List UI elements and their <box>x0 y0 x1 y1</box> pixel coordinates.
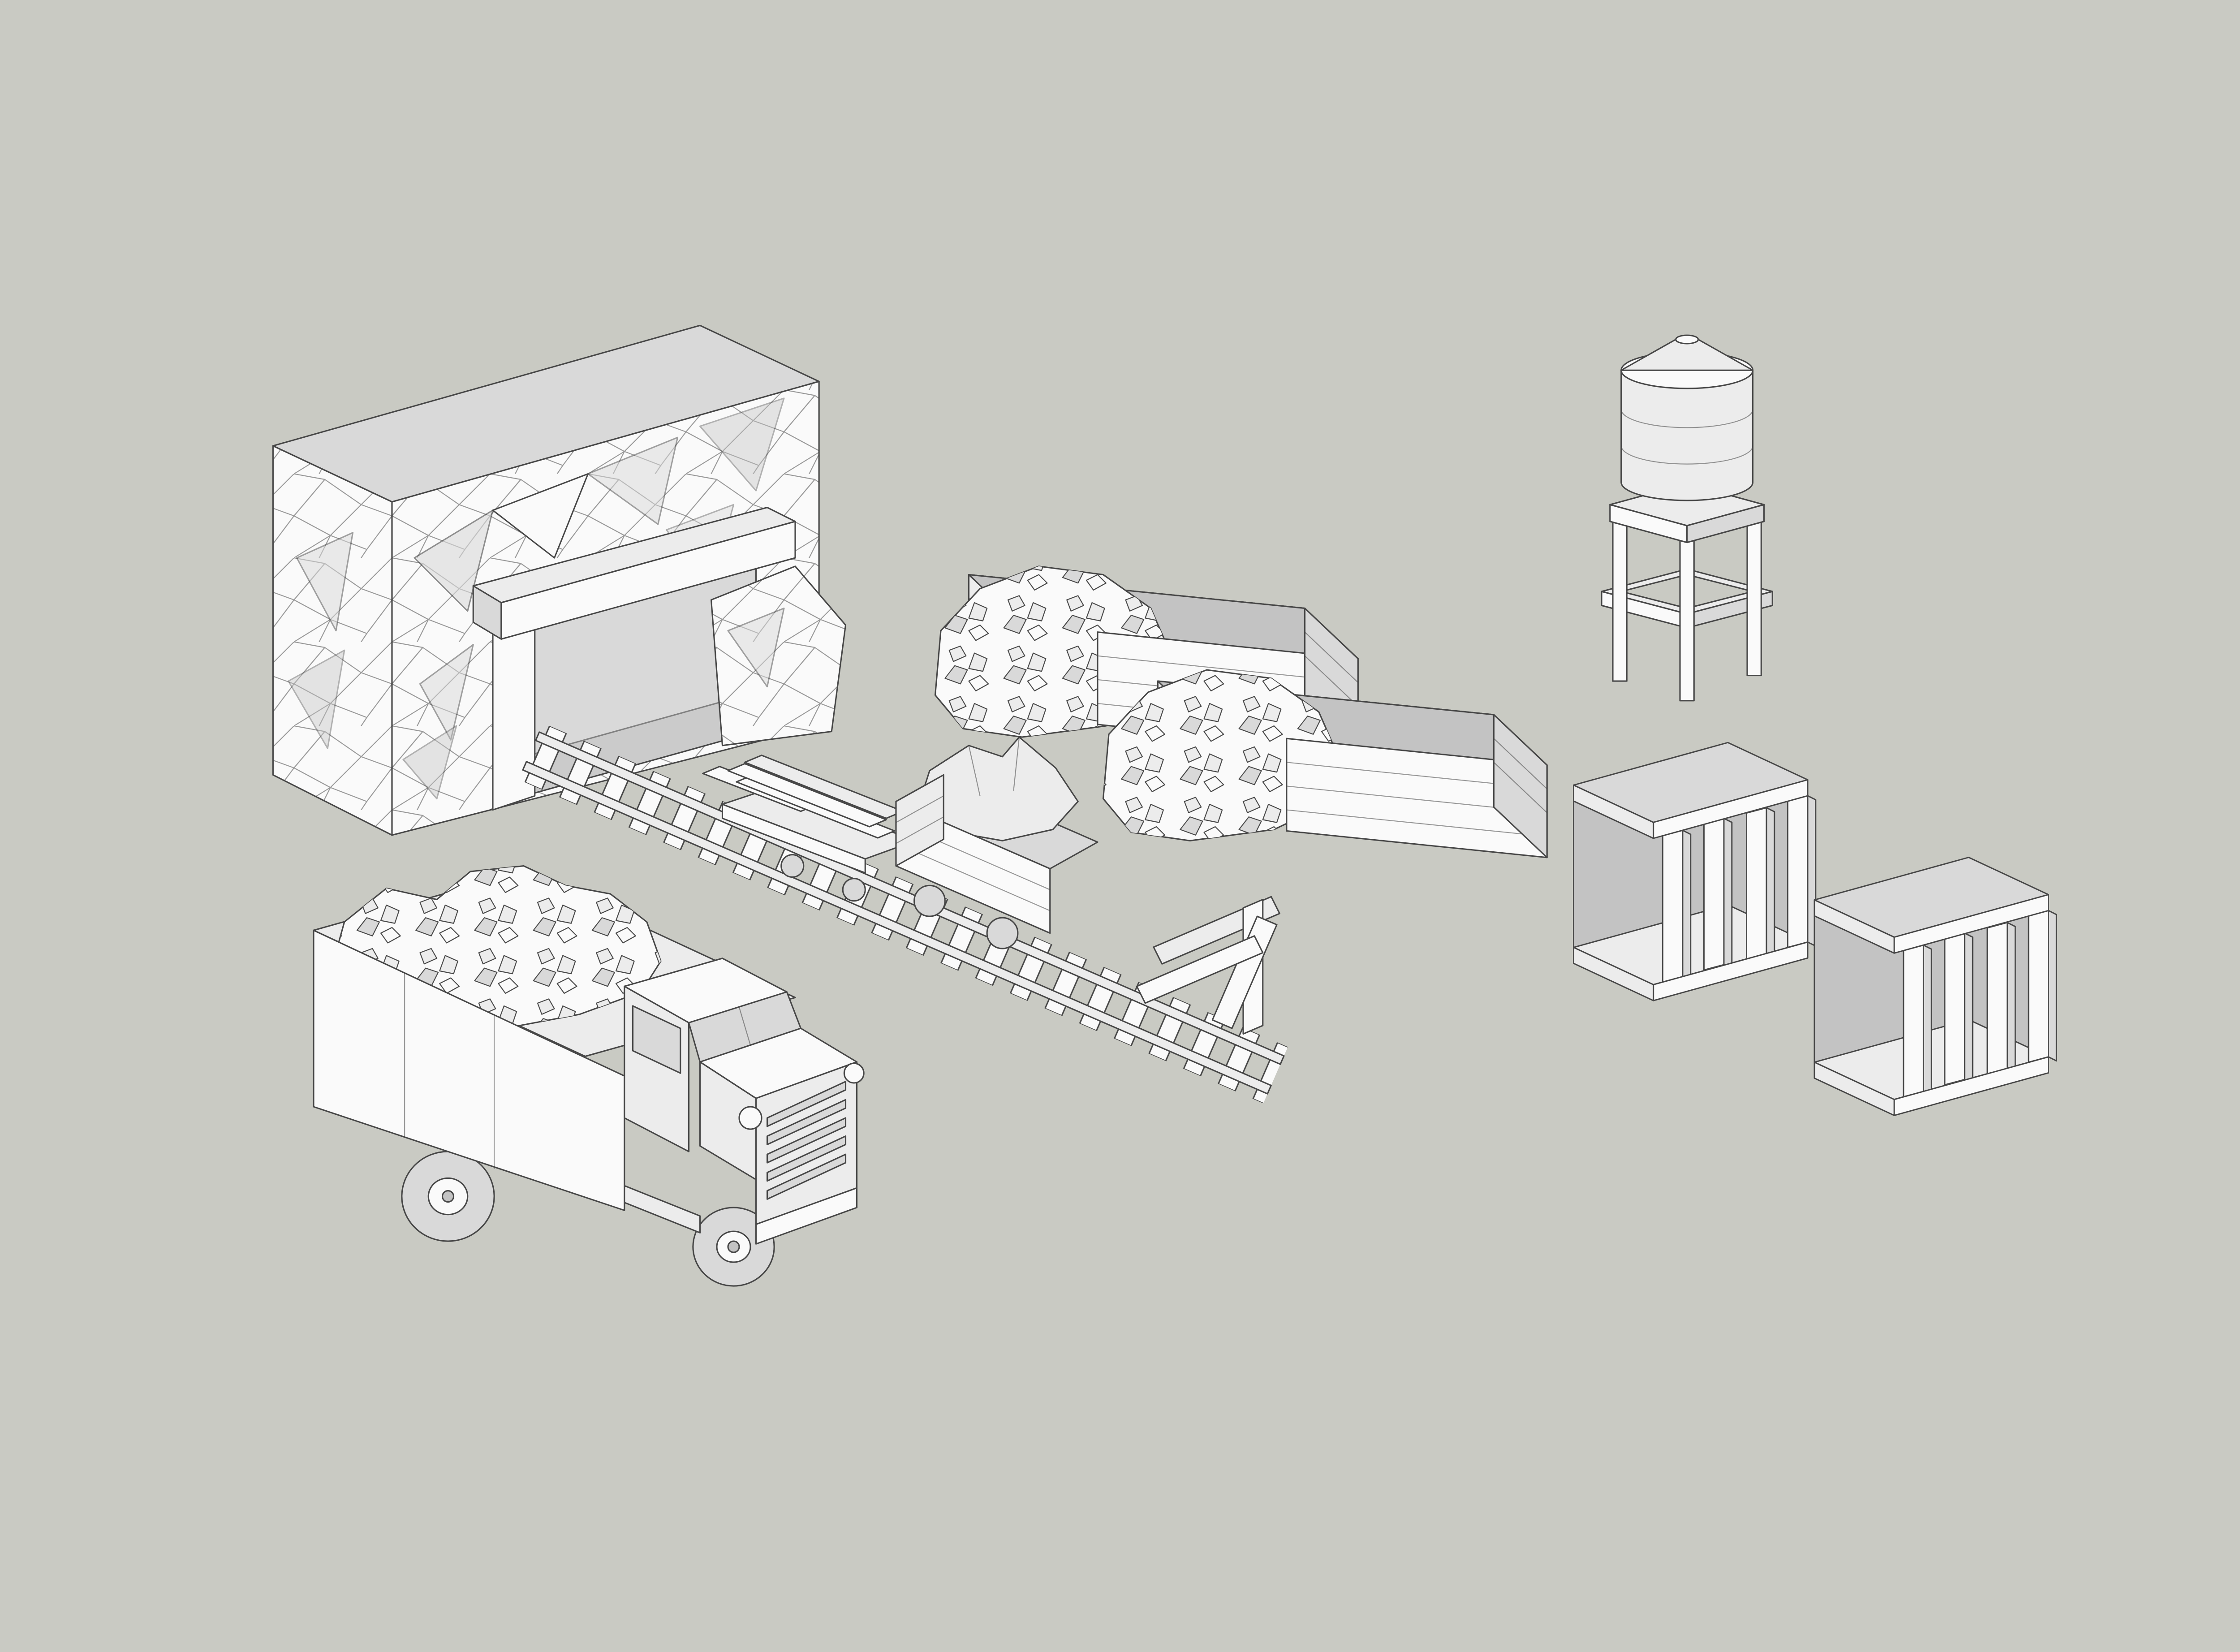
cart-wheel <box>986 917 1019 949</box>
track-rail <box>522 761 1272 1095</box>
lumber-cart <box>702 755 917 902</box>
lumber-plank <box>727 763 887 828</box>
truck-door-window <box>632 1005 681 1074</box>
debris-bin-rear <box>934 565 1359 752</box>
truck-bumper <box>755 1187 858 1245</box>
cart-wheel <box>842 878 866 902</box>
viewport-background <box>0 138 2240 1514</box>
truck-headlight <box>738 1106 762 1130</box>
bin-end-wall <box>1493 714 1548 858</box>
debris-bin-front <box>1102 669 1548 858</box>
tower-leg <box>1746 512 1762 677</box>
buffer-beam <box>1211 915 1278 1029</box>
tower-leg <box>1679 537 1695 702</box>
tank-finial <box>1675 334 1699 345</box>
tower-leg <box>1612 518 1628 682</box>
truck-bed-side <box>313 929 625 1211</box>
truck-headlight <box>843 1062 865 1084</box>
ore-load <box>918 736 1079 841</box>
ore-cart <box>895 736 1098 949</box>
buffer-brace <box>1136 935 1264 1004</box>
water-tower <box>1601 334 1773 702</box>
shed-left <box>1573 742 1817 1001</box>
cart-end <box>895 774 944 867</box>
cart-wheel <box>780 854 805 878</box>
shed-right <box>1814 857 2057 1116</box>
buffer-stop <box>1136 896 1280 1035</box>
cart-wheel <box>913 884 946 917</box>
dump-truck <box>313 865 865 1287</box>
water-tank <box>1620 369 1754 501</box>
